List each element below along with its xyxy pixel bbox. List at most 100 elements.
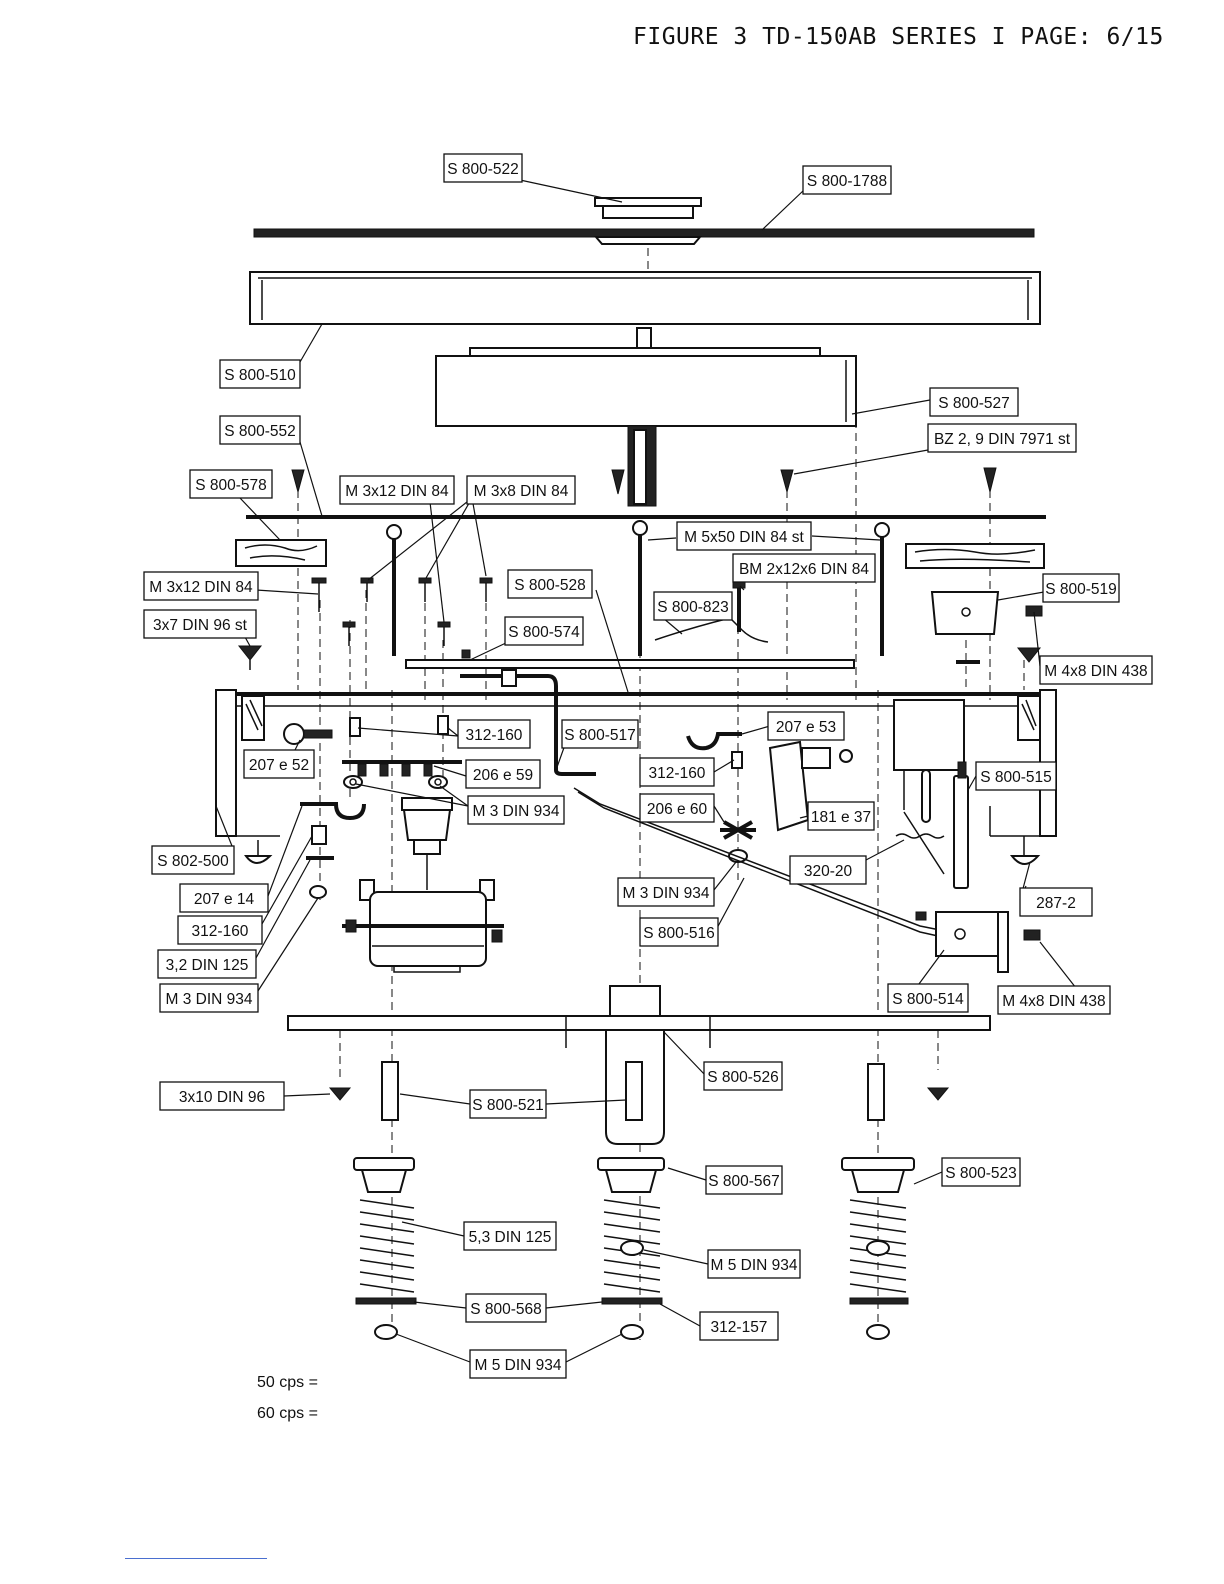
wood-block-left xyxy=(235,539,327,567)
part-label: 207 e 14 xyxy=(179,883,269,913)
svg-text:S 800-574: S 800-574 xyxy=(508,624,580,641)
svg-text:BM 2x12x6 DIN 84: BM 2x12x6 DIN 84 xyxy=(739,561,869,578)
page-header: FIGURE 3 TD-150AB SERIES I PAGE: 6/15 xyxy=(633,24,1164,50)
part-label: S 800-517 xyxy=(561,719,639,749)
svg-text:M 3 DIN 934: M 3 DIN 934 xyxy=(165,991,252,1008)
svg-text:M 3x12 DIN 84: M 3x12 DIN 84 xyxy=(345,483,449,500)
part-label: S 802-500 xyxy=(151,845,235,875)
inner-platter-lip xyxy=(469,347,821,357)
svg-text:S 800-515: S 800-515 xyxy=(980,769,1052,786)
housing xyxy=(893,699,965,771)
rod-s800-516 xyxy=(573,787,1041,973)
frame-left-post xyxy=(215,689,237,837)
svg-text:M 5 DIN 934: M 5 DIN 934 xyxy=(710,1257,797,1274)
svg-text:3x7 DIN 96 st: 3x7 DIN 96 st xyxy=(153,617,248,634)
part-label: M 4x8 DIN 438 xyxy=(997,985,1111,1015)
part-label: BZ 2, 9 DIN 7971 st xyxy=(927,423,1077,453)
wood-screw xyxy=(291,469,305,494)
part-label: 206 e 60 xyxy=(639,793,715,823)
svg-text:M 4x8 DIN 438: M 4x8 DIN 438 xyxy=(1002,993,1105,1010)
eyelet xyxy=(283,723,305,745)
bottom-rule xyxy=(125,1558,267,1559)
svg-text:207 e 52: 207 e 52 xyxy=(249,757,309,774)
part-label: 312-160 xyxy=(457,719,531,749)
svg-text:S 800-568: S 800-568 xyxy=(470,1301,542,1318)
part-label: 3x7 DIN 96 st xyxy=(143,609,257,639)
pin-s800-515 xyxy=(953,775,969,889)
coil-spring xyxy=(359,1199,415,1293)
part-label: S 800-526 xyxy=(703,1061,783,1091)
svg-text:M 3x12 DIN 84: M 3x12 DIN 84 xyxy=(149,579,253,596)
top-plate xyxy=(235,467,1046,670)
part-label: 207 e 52 xyxy=(243,749,315,779)
rubber-mat xyxy=(253,228,1035,238)
part-label: 3x10 DIN 96 xyxy=(159,1081,285,1111)
part-label: S 800-528 xyxy=(507,569,593,599)
sub-chassis xyxy=(287,985,991,1145)
part-label: S 800-519 xyxy=(1042,573,1120,603)
part-label: S 800-515 xyxy=(975,761,1057,791)
svg-text:S 800-516: S 800-516 xyxy=(643,925,715,942)
part-label: 320-20 xyxy=(789,855,867,885)
svg-text:320-20: 320-20 xyxy=(804,863,853,880)
center-cap-base xyxy=(602,205,694,219)
part-label: M 3 DIN 934 xyxy=(159,983,259,1013)
svg-text:M 3 DIN 934: M 3 DIN 934 xyxy=(472,803,559,820)
svg-text:312-160: 312-160 xyxy=(192,923,249,940)
arm-rail xyxy=(405,659,855,669)
bracket-s800-519 xyxy=(930,591,1000,635)
chassis xyxy=(215,669,1057,899)
part-label: S 800-568 xyxy=(465,1293,547,1323)
svg-text:207 e 53: 207 e 53 xyxy=(776,719,836,736)
svg-text:M 3x8 DIN 84: M 3x8 DIN 84 xyxy=(474,483,569,500)
part-label: S 800-552 xyxy=(219,415,301,445)
sleeve xyxy=(867,1063,885,1121)
wood-screw xyxy=(780,469,794,494)
cps-50-note: 50 cps = xyxy=(257,1374,318,1391)
part-label: 206 e 59 xyxy=(465,759,541,789)
svg-text:S 800-517: S 800-517 xyxy=(564,727,636,744)
svg-text:206 e 60: 206 e 60 xyxy=(647,801,708,818)
part-label: M 3 DIN 934 xyxy=(617,877,715,907)
part-label: S 800-578 xyxy=(189,469,273,499)
motor xyxy=(342,797,504,973)
svg-text:181 e 37: 181 e 37 xyxy=(811,809,871,826)
spring-center xyxy=(597,1157,665,1340)
svg-text:S 800-528: S 800-528 xyxy=(514,577,586,594)
bracket-s800-514 xyxy=(935,911,1007,957)
svg-text:S 800-510: S 800-510 xyxy=(224,367,296,384)
spring-left xyxy=(353,1157,417,1340)
svg-text:3x10 DIN 96: 3x10 DIN 96 xyxy=(179,1089,265,1106)
svg-text:312-157: 312-157 xyxy=(711,1319,768,1336)
wood-block-right xyxy=(905,543,1045,569)
svg-text:S 800-578: S 800-578 xyxy=(195,477,267,494)
part-label: S 800-510 xyxy=(219,359,301,389)
part-label: S 800-574 xyxy=(504,616,584,646)
svg-text:S 800-567: S 800-567 xyxy=(708,1173,780,1190)
cps-60-note: 60 cps = xyxy=(257,1405,318,1422)
platter-assembly xyxy=(249,197,1041,507)
part-label: S 800-523 xyxy=(941,1157,1021,1187)
part-label: 312-160 xyxy=(177,915,263,945)
part-label: 181 e 37 xyxy=(807,801,875,831)
motor-body xyxy=(369,891,487,967)
spring-right xyxy=(841,1157,915,1340)
part-label: 5,3 DIN 125 xyxy=(463,1221,557,1251)
svg-text:3,2 DIN 125: 3,2 DIN 125 xyxy=(166,957,249,974)
part-label: S 800-522 xyxy=(443,153,523,183)
platter-rim xyxy=(249,271,1041,325)
part-label: S 800-527 xyxy=(929,387,1019,417)
dome-foot xyxy=(1009,855,1041,865)
part-label: M 5 DIN 934 xyxy=(469,1349,567,1379)
wood-screw xyxy=(983,467,997,493)
mat-hub xyxy=(593,236,703,245)
dome-foot xyxy=(244,855,273,864)
sleeve-s800-521 xyxy=(381,1061,399,1121)
part-label: S 800-823 xyxy=(653,591,733,621)
svg-text:S 802-500: S 802-500 xyxy=(157,853,229,870)
part-label: M 4x8 DIN 438 xyxy=(1039,655,1153,685)
svg-text:207 e 14: 207 e 14 xyxy=(194,891,255,908)
part-label: S 800-567 xyxy=(705,1165,783,1195)
svg-text:S 800-527: S 800-527 xyxy=(938,395,1010,412)
